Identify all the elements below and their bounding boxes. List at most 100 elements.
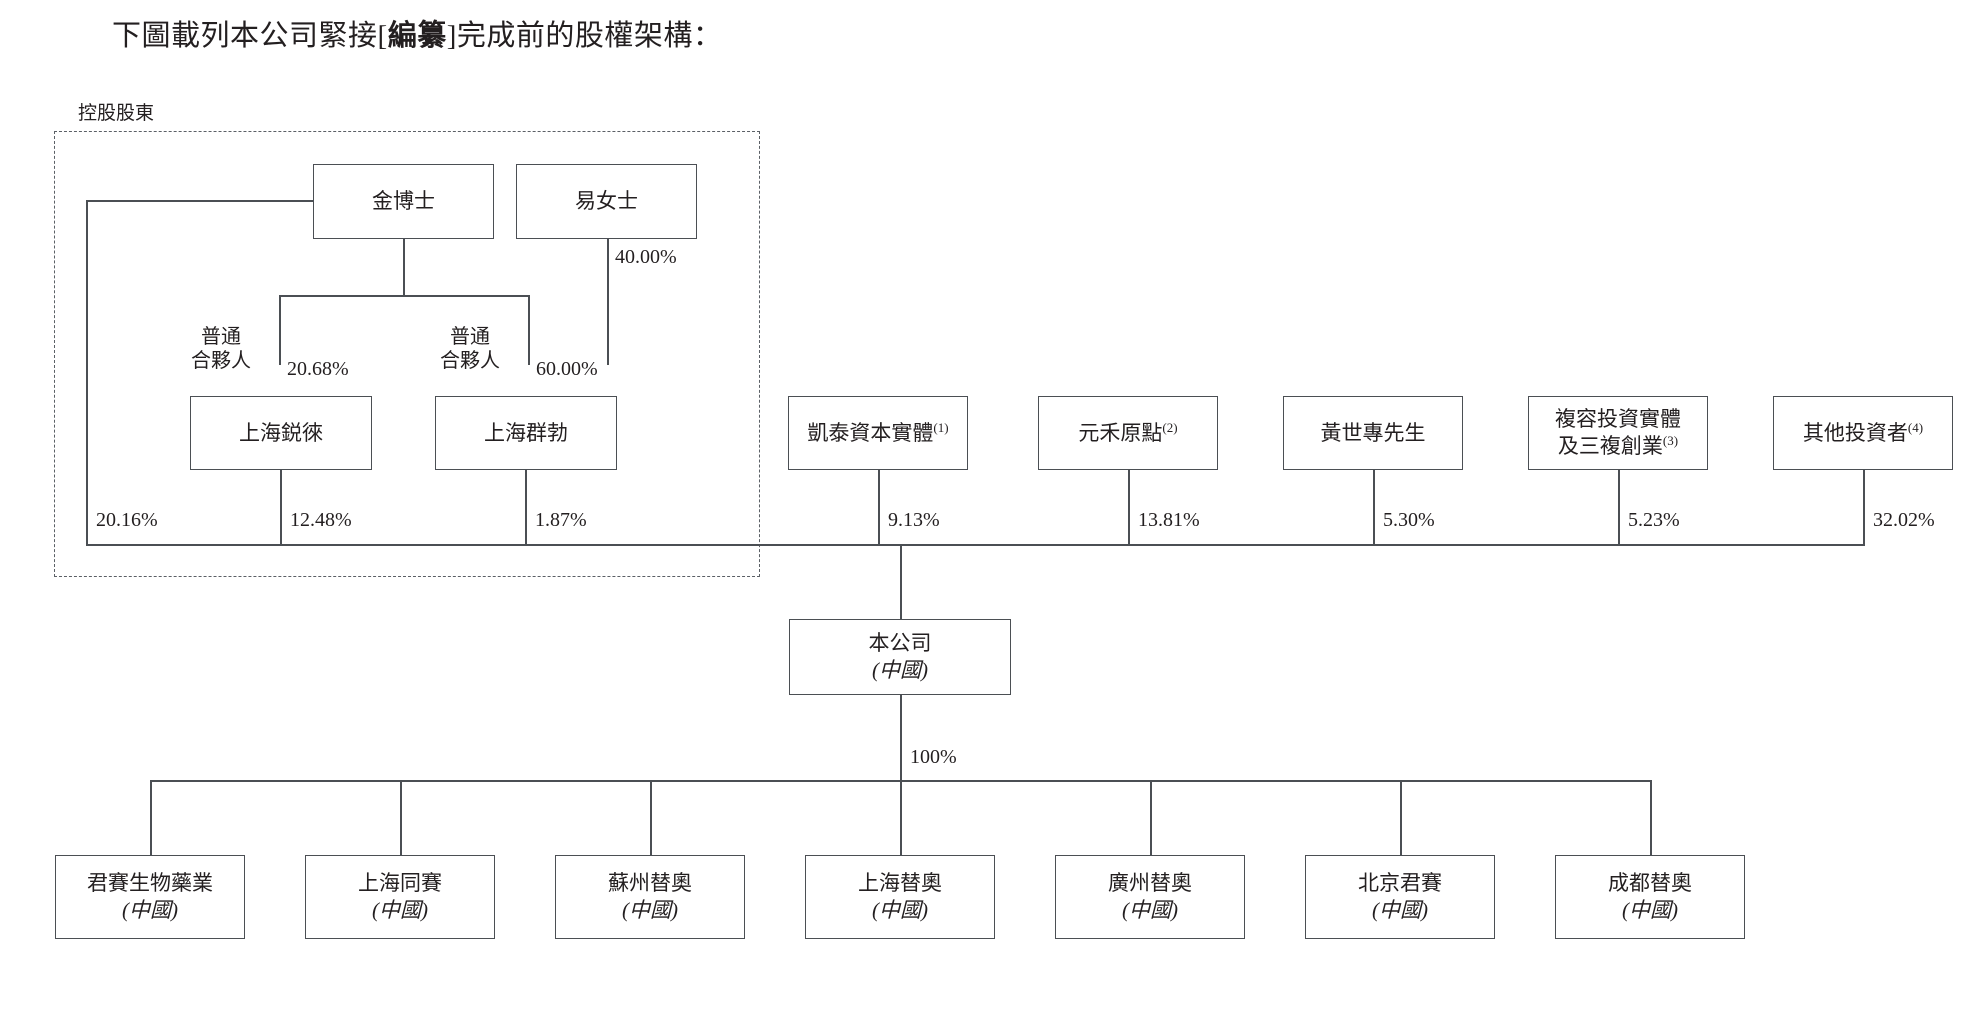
pct-yuanhe: 13.81%	[1138, 509, 1200, 531]
pct-huang: 5.30%	[1383, 509, 1435, 531]
connector-sub-stem-2	[400, 780, 402, 855]
entity-box-furong-investment[interactable]: 複容投資實體 及三複創業(3)	[1528, 396, 1708, 470]
entity-jurisdiction: (中國)	[122, 898, 178, 922]
entity-name: 君賽生物藥業	[87, 871, 213, 895]
connector-huang-to-bus	[1373, 470, 1375, 545]
connector-sub-stem-7	[1650, 780, 1652, 855]
entity-box-mr-huang[interactable]: 黃世專先生	[1283, 396, 1463, 470]
entity-name: 北京君賽	[1358, 871, 1442, 895]
entity-jurisdiction: (中國)	[1622, 898, 1678, 922]
connector-sub-stem-4	[900, 780, 902, 855]
shareholder-bus-line	[86, 544, 1865, 546]
connector-jin-gp-bus	[279, 295, 529, 297]
entity-box-other-investors[interactable]: 其他投資者(4)	[1773, 396, 1953, 470]
pct-company-to-subsidiaries: 100%	[910, 746, 957, 768]
footnote-marker: (2)	[1162, 419, 1178, 435]
entity-box-shanghai-ruilai[interactable]: 上海鋭徠	[190, 396, 372, 470]
footnote-marker: (1)	[933, 419, 949, 435]
connector-furong-to-bus	[1618, 470, 1620, 545]
entity-name: 本公司	[868, 631, 932, 655]
entity-box-dr-jin[interactable]: 金博士	[313, 164, 494, 239]
pct-qunbo-to-company: 1.87%	[535, 509, 587, 531]
heading-text-after: 完成前的股權架構：	[456, 20, 723, 52]
general-partner-label-ruilai: 普通 合夥人	[176, 325, 266, 373]
entity-name: 上海同賽	[358, 871, 442, 895]
entity-box-shanghai-tongsai[interactable]: 上海同賽 (中國)	[305, 855, 495, 939]
footnote-marker: (3)	[1662, 433, 1679, 448]
entity-name: 上海替奧	[858, 871, 942, 895]
connector-jin-to-left-rail	[86, 200, 314, 202]
entity-box-the-company[interactable]: 本公司 (中國)	[789, 619, 1011, 695]
entity-jurisdiction: (中國)	[872, 898, 928, 922]
connector-yuanhe-to-bus	[1128, 470, 1130, 545]
entity-box-suzhou-tiao[interactable]: 蘇州替奧 (中國)	[555, 855, 745, 939]
pct-jin-to-qunbo: 60.00%	[536, 358, 598, 380]
entity-name: 上海鋭徠	[239, 420, 323, 445]
connector-sub-stem-3	[650, 780, 652, 855]
connector-jin-to-qunbo-gp	[528, 295, 530, 365]
entity-name-line-2: 及三複創業(3)	[1558, 433, 1678, 460]
entity-name: 廣州替奧	[1108, 871, 1192, 895]
entity-name-text: 及三複創業	[1557, 434, 1663, 458]
connector-others-to-bus	[1863, 470, 1865, 545]
pct-yi-to-qunbo: 40.00%	[615, 246, 677, 268]
connector-jin-to-ruilai-gp	[279, 295, 281, 365]
entity-name: 蘇州替奧	[608, 871, 692, 895]
entity-box-shanghai-qunbo[interactable]: 上海群勃	[435, 396, 617, 470]
entity-name-text: 凱泰資本實體	[807, 420, 934, 445]
connector-sub-stem-6	[1400, 780, 1402, 855]
gp-label-line-1: 普通	[450, 326, 490, 348]
controlling-shareholder-label: 控股股東	[78, 103, 155, 124]
connector-yi-to-qunbo	[607, 239, 609, 365]
entity-name-text: 元禾原點	[1078, 420, 1163, 445]
entity-jurisdiction: (中國)	[1122, 898, 1178, 922]
entity-box-kaitai-capital[interactable]: 凱泰資本實體(1)	[788, 396, 968, 470]
entity-jurisdiction: (中國)	[622, 898, 678, 922]
heading-emphasis: 編纂	[387, 20, 447, 52]
entity-name: 成都替奧	[1608, 871, 1692, 895]
connector-kaitai-to-bus	[878, 470, 880, 545]
connector-sub-stem-1	[150, 780, 152, 855]
connector-left-rail-vertical	[86, 200, 88, 545]
pct-jin-to-ruilai: 20.68%	[287, 358, 349, 380]
pct-others: 32.02%	[1873, 509, 1935, 531]
pct-kaitai: 9.13%	[888, 509, 940, 531]
entity-box-yuanhe-origin[interactable]: 元禾原點(2)	[1038, 396, 1218, 470]
heading-bracket-close: ]	[446, 20, 457, 52]
entity-box-beijing-junsai[interactable]: 北京君賽 (中國)	[1305, 855, 1495, 939]
entity-box-guangzhou-tiao[interactable]: 廣州替奧 (中國)	[1055, 855, 1245, 939]
entity-jurisdiction: (中國)	[1372, 898, 1428, 922]
entity-name: 金博士	[372, 189, 435, 213]
entity-name: 易女士	[575, 189, 638, 213]
entity-name: 凱泰資本實體(1)	[807, 420, 948, 447]
entity-name: 上海群勃	[484, 420, 568, 445]
heading-bracket-open: [	[377, 20, 388, 52]
entity-box-shanghai-tiao[interactable]: 上海替奧 (中國)	[805, 855, 995, 939]
entity-jurisdiction: (中國)	[372, 898, 428, 922]
entity-jurisdiction: (中國)	[872, 658, 928, 682]
pct-ruilai-to-company: 12.48%	[290, 509, 352, 531]
entity-name: 黃世專先生	[1320, 420, 1426, 445]
entity-name: 其他投資者(4)	[1803, 420, 1923, 447]
connector-sub-stem-5	[1150, 780, 1152, 855]
controlling-shareholder-group-box	[54, 131, 760, 577]
gp-label-line-2: 合夥人	[191, 350, 251, 372]
pct-furong: 5.23%	[1628, 509, 1680, 531]
gp-label-line-2: 合夥人	[440, 350, 500, 372]
connector-ruilai-to-bus	[280, 470, 282, 545]
general-partner-label-qunbo: 普通 合夥人	[425, 325, 515, 373]
connector-company-to-sub-bus	[900, 695, 902, 781]
entity-box-chengdu-tiao[interactable]: 成都替奧 (中國)	[1555, 855, 1745, 939]
entity-name: 元禾原點(2)	[1078, 420, 1177, 447]
entity-box-junsai-biopharma[interactable]: 君賽生物藥業 (中國)	[55, 855, 245, 939]
pct-jin-direct: 20.16%	[96, 509, 158, 531]
footnote-marker: (4)	[1907, 419, 1924, 435]
entity-box-ms-yi[interactable]: 易女士	[516, 164, 697, 239]
page-title: 下圖載列本公司緊接[編纂]完成前的股權架構：	[112, 16, 722, 56]
connector-bus-to-company	[900, 544, 902, 619]
connector-jin-down-stem	[403, 239, 405, 296]
connector-qunbo-to-bus	[525, 470, 527, 545]
entity-name-text: 其他投資者	[1802, 420, 1908, 445]
entity-name-line-1: 複容投資實體	[1555, 407, 1681, 431]
